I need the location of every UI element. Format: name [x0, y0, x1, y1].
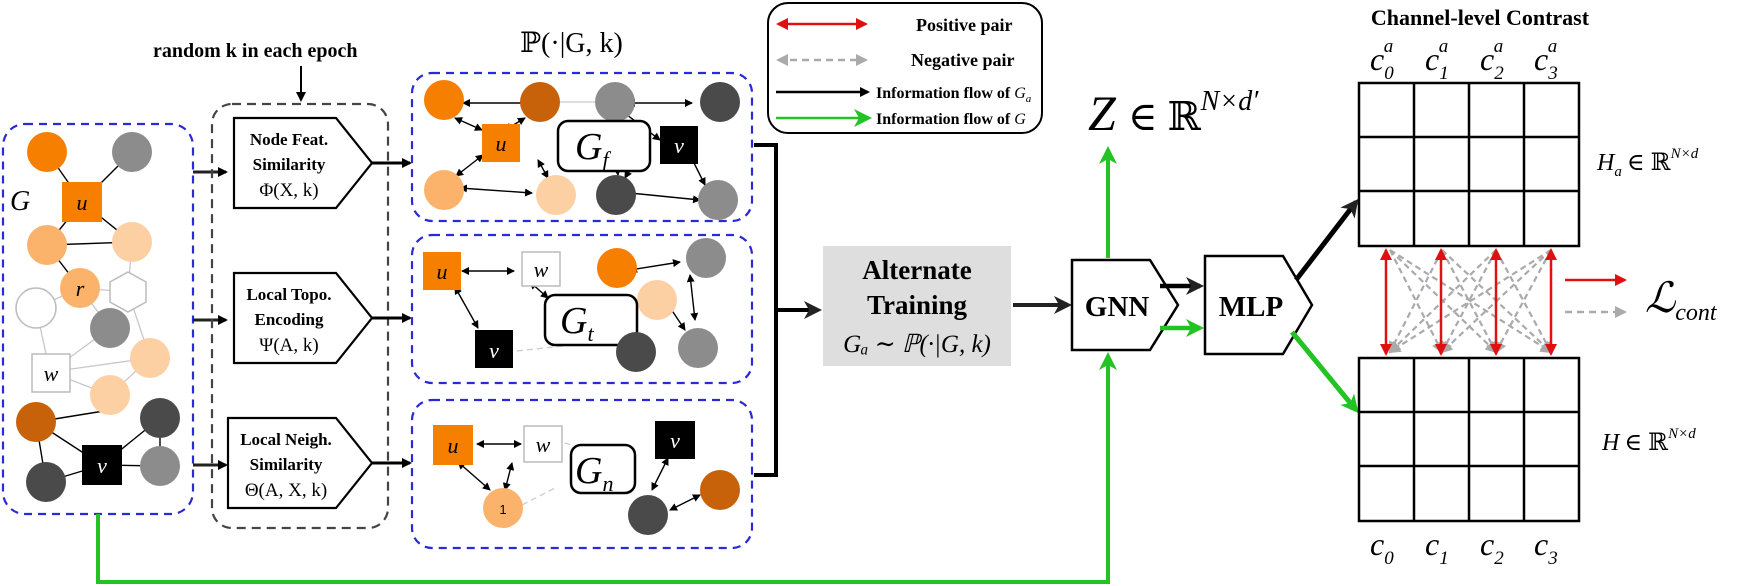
svg-text:v: v — [97, 453, 107, 478]
svg-text:u: u — [437, 259, 448, 284]
ha-label: Ha∈ ℝN×d — [1596, 146, 1699, 180]
alternate-training: Alternate Training Gₐ ∼ ℙ(·|G, k) — [823, 246, 1011, 366]
svg-text:c3a: c3a — [1534, 36, 1558, 84]
node-u — [62, 182, 102, 222]
gn-label-box — [569, 443, 637, 495]
svg-text:Node Feat.: Node Feat. — [250, 130, 328, 149]
svg-text:c1: c1 — [1425, 526, 1449, 569]
svg-text:Similarity: Similarity — [253, 155, 326, 174]
random-k-label: random k in each epoch — [153, 40, 357, 62]
svg-text:Similarity: Similarity — [250, 455, 323, 474]
svg-text:c3: c3 — [1534, 526, 1558, 569]
svg-text:r: r — [76, 276, 85, 301]
gf-label: Gf — [575, 126, 611, 172]
node-v — [82, 445, 122, 485]
svg-text:Φ(X, k): Φ(X, k) — [259, 180, 318, 201]
svg-text:v: v — [674, 133, 684, 158]
gn-label: Gn — [575, 450, 613, 496]
svg-text:Local Neigh.: Local Neigh. — [240, 430, 332, 449]
views-bracket — [754, 143, 822, 477]
svg-text:Alternate: Alternate — [862, 255, 971, 285]
svg-text:GNN: GNN — [1085, 291, 1150, 323]
svg-text:w: w — [536, 432, 551, 457]
gt-label: Gt — [560, 300, 594, 346]
gt-label-box — [543, 293, 639, 347]
augmentation-ops: random k in each epoch Node Feat. Simila… — [153, 40, 390, 530]
svg-text:Encoding: Encoding — [255, 310, 324, 329]
svg-text:w: w — [44, 361, 59, 386]
svg-text:Ψ(A, k): Ψ(A, k) — [259, 335, 318, 356]
legend-flow-ga-label: Information flow of Ga — [876, 85, 1032, 105]
svg-text:MLP: MLP — [1219, 291, 1283, 323]
op-neigh-box — [226, 416, 374, 510]
mlp-block: MLP — [1203, 254, 1314, 356]
gf-label-box — [556, 119, 652, 173]
h-matrix — [1357, 356, 1581, 523]
svg-text:u: u — [77, 190, 88, 215]
svg-text:v: v — [489, 338, 499, 363]
svg-text:u: u — [496, 131, 507, 156]
svg-text:c2: c2 — [1480, 526, 1504, 569]
input-graph-label: G — [10, 186, 30, 217]
svg-text:c0: c0 — [1370, 526, 1394, 569]
svg-text:1: 1 — [499, 502, 506, 517]
op-feat-box — [232, 116, 374, 210]
svg-text:v: v — [670, 428, 680, 453]
legend-negative-label: Negative pair — [911, 50, 1014, 70]
svg-text:Training: Training — [867, 290, 968, 320]
node-w — [31, 353, 71, 393]
view-gn: u w Gn v 1 — [410, 398, 754, 550]
legend-positive-label: Positive pair — [916, 15, 1013, 35]
g-flow-line — [96, 352, 1117, 584]
svg-text:w: w — [534, 257, 549, 282]
channel-contrast: Channel-level Contrast c0a c1a c2a c3a H… — [1357, 5, 1718, 569]
svg-text:Gₐ ∼ ℙ(·|G, k): Gₐ ∼ ℙ(·|G, k) — [843, 331, 991, 358]
svg-text:Θ(A, X, k): Θ(A, X, k) — [245, 480, 327, 501]
view-gt: u w Gt v — [410, 233, 754, 385]
prob-label: ℙ(·|G, k) — [520, 28, 623, 59]
ha-matrix — [1357, 81, 1581, 248]
input-graph: G — [1, 122, 195, 516]
svg-text:u: u — [448, 433, 459, 458]
svg-text:c1a: c1a — [1425, 36, 1449, 84]
loss-label: ℒcont — [1645, 276, 1718, 326]
legend: Positive pair Negative pair Information … — [767, 2, 1043, 134]
ops-box — [210, 102, 390, 530]
z-label: Z∈ ℝN×d′ — [1088, 85, 1259, 141]
legend-flow-g-label: Information flow of G — [876, 111, 1026, 128]
contrast-title: Channel-level Contrast — [1371, 5, 1590, 30]
op-topo-box — [232, 271, 374, 365]
svg-text:Local Topo.: Local Topo. — [246, 285, 331, 304]
svg-text:c2a: c2a — [1480, 36, 1504, 84]
gnn-block: GNN — [1070, 258, 1180, 352]
svg-text:c0a: c0a — [1370, 36, 1394, 84]
node-r — [60, 268, 100, 308]
view-gf: u Gf v — [410, 71, 754, 223]
h-label: H∈ ℝN×d — [1601, 426, 1696, 456]
